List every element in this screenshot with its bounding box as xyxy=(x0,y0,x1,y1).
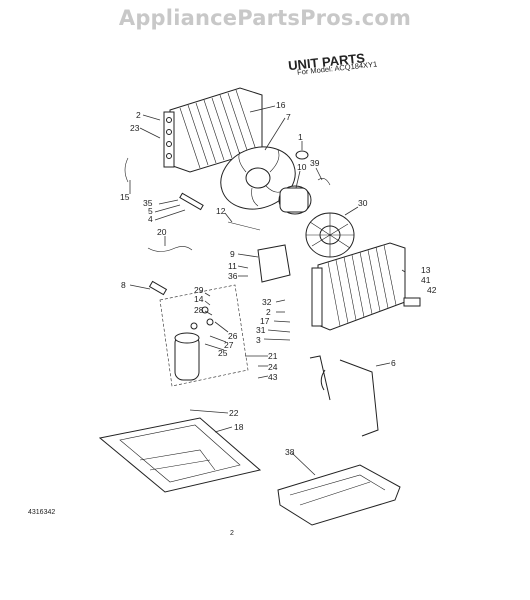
watermark: AppliancePartsPros.com xyxy=(118,6,412,30)
callout-label: 18 xyxy=(234,422,244,432)
callout-label: 31 xyxy=(256,325,266,335)
callout-labels: 2 23 16 7 1 10 39 15 35 5 4 12 20 30 9 1… xyxy=(120,100,437,457)
callout-label: 32 xyxy=(262,297,272,307)
small-parts xyxy=(124,157,421,307)
callout-label: 43 xyxy=(268,372,278,382)
callout-label: 7 xyxy=(286,112,291,122)
callout-label: 10 xyxy=(297,162,307,172)
callout-label: 17 xyxy=(260,316,270,326)
callout-label: 41 xyxy=(421,275,431,285)
callout-label: 2 xyxy=(266,307,271,317)
leader-lines xyxy=(129,105,406,476)
fan-motor xyxy=(278,150,312,215)
callout-label: 27 xyxy=(224,340,234,350)
evaporator-coil xyxy=(311,242,406,331)
callout-label: 35 xyxy=(143,198,153,208)
callout-label: 4 xyxy=(148,214,153,224)
callout-label: 6 xyxy=(391,358,396,368)
diagram-code: 4316342 xyxy=(28,509,56,516)
callout-label: 15 xyxy=(120,192,130,202)
condenser-fan-blade xyxy=(220,146,296,210)
callout-label: 16 xyxy=(276,100,286,110)
blower-wheel xyxy=(305,212,355,258)
callout-label: 1 xyxy=(298,132,303,142)
callout-label: 38 xyxy=(285,447,295,457)
callout-label: 3 xyxy=(256,335,261,345)
callout-label: 14 xyxy=(194,294,204,304)
callout-label: 30 xyxy=(358,198,368,208)
callout-label: 21 xyxy=(268,351,278,361)
callout-label: 12 xyxy=(216,206,226,216)
callout-label: 11 xyxy=(228,261,237,271)
callout-label: 22 xyxy=(229,408,239,418)
callout-label: 39 xyxy=(310,158,320,168)
callout-label: 25 xyxy=(218,348,228,358)
callout-label: 2 xyxy=(136,110,141,120)
callout-label: 24 xyxy=(268,362,278,372)
callout-label: 36 xyxy=(228,271,238,281)
callout-label: 29 xyxy=(194,285,204,295)
callout-label: 23 xyxy=(130,123,140,133)
base-pan xyxy=(98,417,262,493)
callout-label: 13 xyxy=(421,265,431,275)
callout-label: 20 xyxy=(157,227,167,237)
refrigerant-tubing xyxy=(309,355,379,437)
callout-label: 42 xyxy=(427,285,437,295)
page-number: 2 xyxy=(230,530,234,537)
callout-label: 9 xyxy=(230,249,235,259)
callout-label: 26 xyxy=(228,331,238,341)
compressor-assembly xyxy=(159,284,249,387)
callout-label: 28 xyxy=(194,305,204,315)
callout-label: 8 xyxy=(121,280,126,290)
drain-tray xyxy=(277,464,401,526)
callout-label: 5 xyxy=(148,206,153,216)
